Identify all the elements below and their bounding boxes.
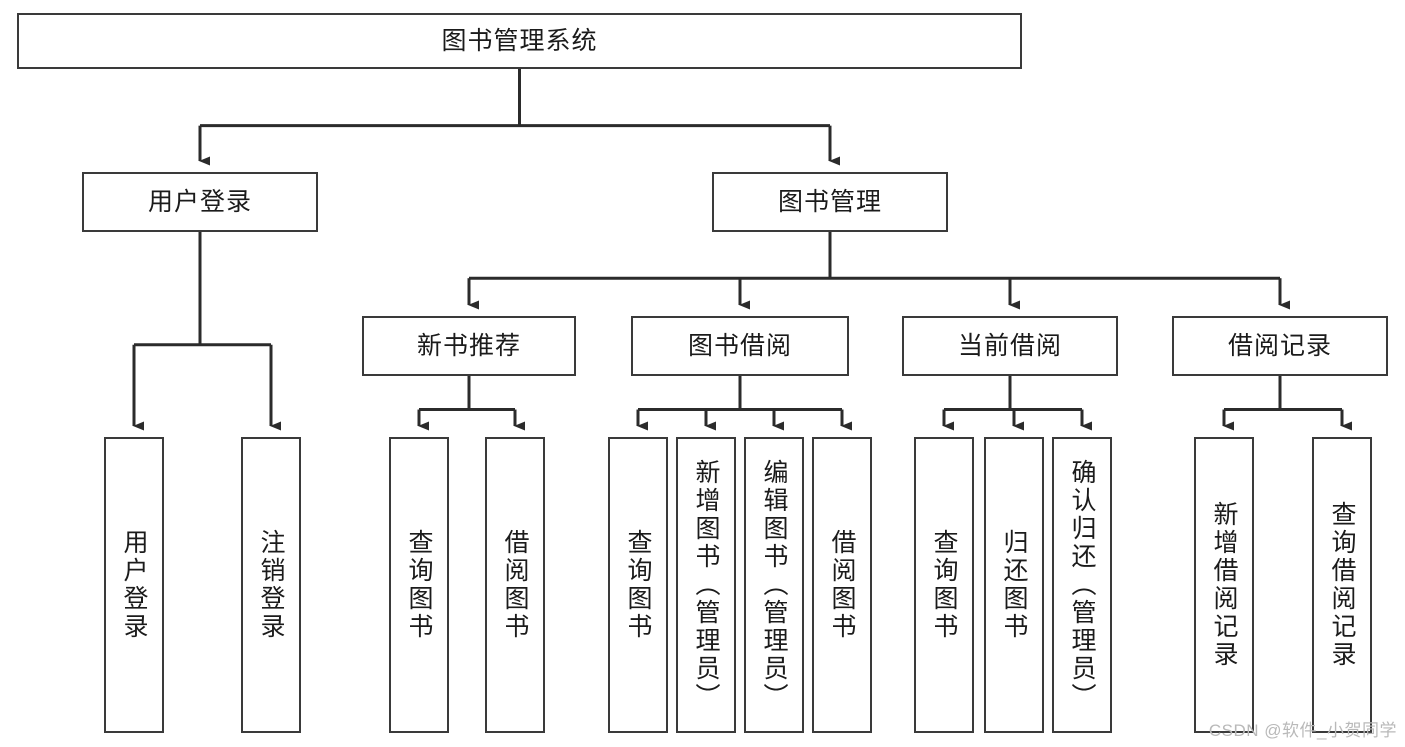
leaf-borrow-books-new-book-rec[interactable]: 借阅图书 (485, 437, 545, 733)
leaf-user-login[interactable]: 用户登录 (104, 437, 164, 733)
leaf-query-books-new-book-rec[interactable]: 查询图书 (389, 437, 449, 733)
csdn-watermark: CSDN @软件_小贺同学 (1208, 721, 1397, 740)
leaf-logout[interactable]: 注销登录 (241, 437, 301, 733)
leaf-confirm-return-admin[interactable]: 确认归还（管理员） (1052, 437, 1112, 733)
node-user-login[interactable]: 用户登录 (82, 172, 318, 232)
leaf-add-book-admin[interactable]: 新增图书（管理员） (676, 437, 736, 733)
node-current-borrowing[interactable]: 当前借阅 (902, 316, 1118, 376)
node-root-library-management-system[interactable]: 图书管理系统 (17, 13, 1022, 69)
leaf-query-books-borrowing[interactable]: 查询图书 (608, 437, 668, 733)
node-book-management[interactable]: 图书管理 (712, 172, 948, 232)
node-new-book-recommendation[interactable]: 新书推荐 (362, 316, 576, 376)
leaf-borrow-books-borrowing[interactable]: 借阅图书 (812, 437, 872, 733)
node-book-borrowing[interactable]: 图书借阅 (631, 316, 849, 376)
node-borrowing-records[interactable]: 借阅记录 (1172, 316, 1388, 376)
leaf-return-books[interactable]: 归还图书 (984, 437, 1044, 733)
leaf-query-books-current[interactable]: 查询图书 (914, 437, 974, 733)
leaf-add-borrowing-record[interactable]: 新增借阅记录 (1194, 437, 1254, 733)
leaf-edit-book-admin[interactable]: 编辑图书（管理员） (744, 437, 804, 733)
leaf-query-borrowing-record[interactable]: 查询借阅记录 (1312, 437, 1372, 733)
